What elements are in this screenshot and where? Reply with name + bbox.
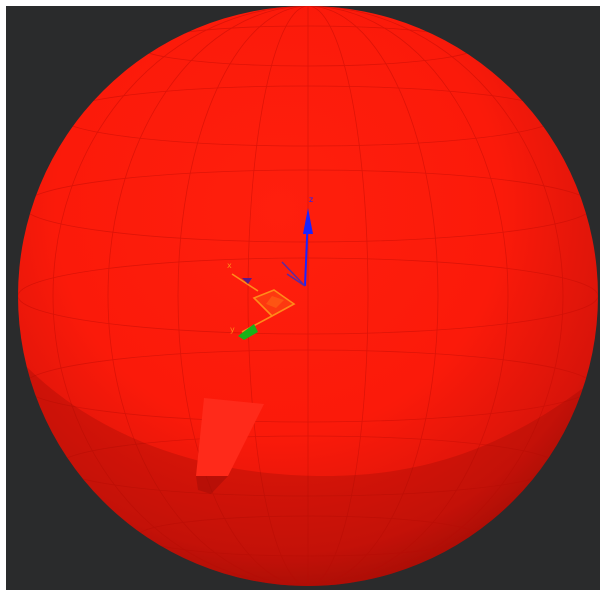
x-axis-arrow-icon[interactable] [242,278,252,284]
x-axis-label: x [227,261,232,270]
highlight-plane-shadow [196,476,228,494]
shadow-region [18,366,598,586]
transform-gizmo[interactable]: z x y [227,195,313,340]
highlight-plane [196,398,264,476]
y-axis-arrow-icon[interactable] [238,324,258,340]
z-axis-label: z [309,195,313,204]
plane-handle-inner [266,296,284,308]
x-axis-line[interactable] [231,273,259,292]
3d-viewport[interactable]: z x y [6,6,600,590]
plane-handle[interactable] [252,289,296,317]
y-axis-label: y [230,325,235,334]
rotate-handle[interactable] [281,261,306,287]
z-axis-arrow-icon[interactable] [303,208,313,234]
scene-canvas[interactable]: z x y [6,6,600,590]
